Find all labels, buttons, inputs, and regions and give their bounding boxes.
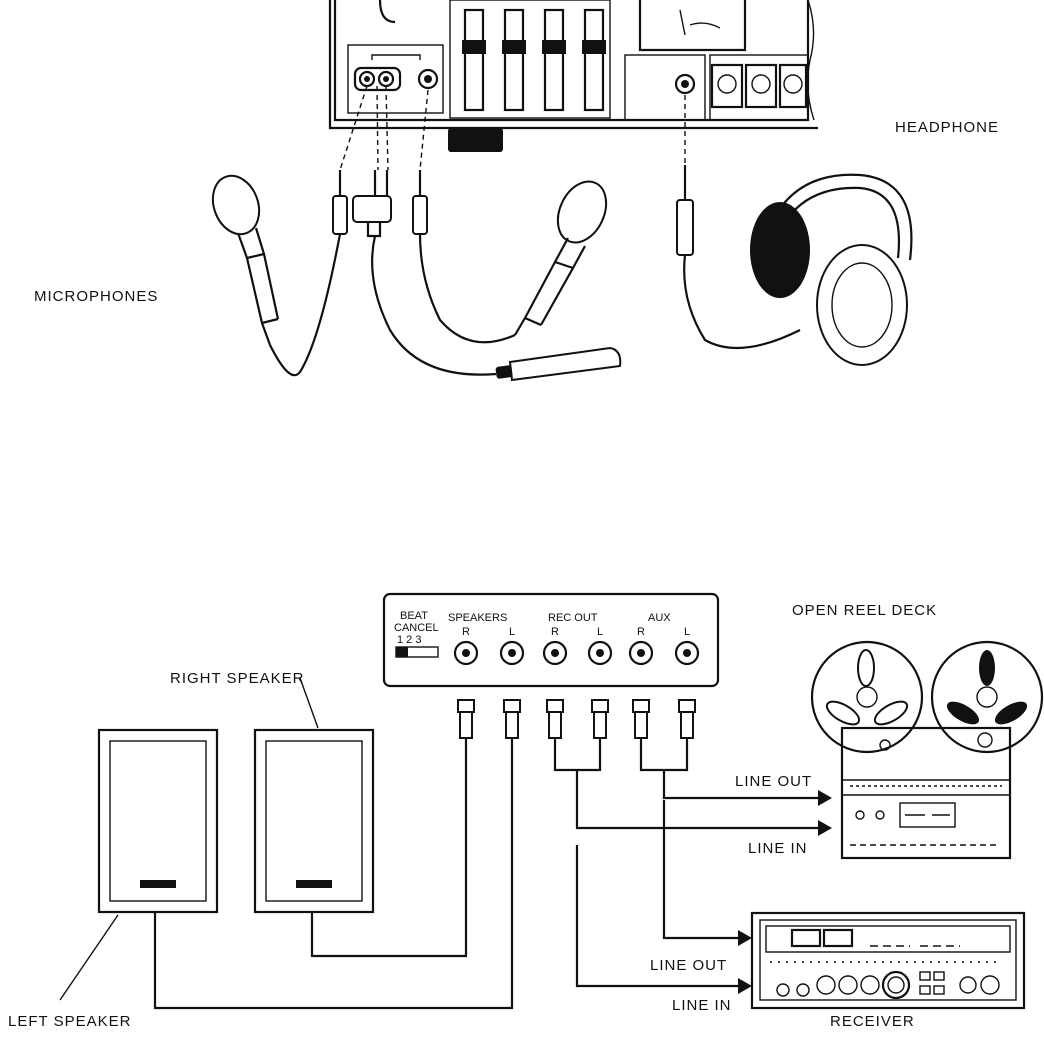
rec-out-r-label: R <box>551 626 559 638</box>
receiver-label: RECEIVER <box>830 1013 915 1030</box>
deck-line-in-label: LINE IN <box>748 840 808 857</box>
speakers-r-label: R <box>462 626 470 638</box>
signal-cables <box>553 738 832 994</box>
open-reel-deck <box>810 640 1044 860</box>
receiver-line-in-label: LINE IN <box>672 997 732 1014</box>
beat-cancel-positions: 1 2 3 <box>397 634 421 646</box>
rca-jacks <box>453 640 700 666</box>
faders <box>449 0 611 119</box>
microphone-2 <box>418 180 608 344</box>
rear-panel: BEAT CANCEL 1 2 3 SPEAKERS REC OUT AUX R… <box>382 592 720 688</box>
microphone-3 <box>371 235 622 382</box>
left-speaker <box>97 728 219 914</box>
right-speaker <box>253 728 375 914</box>
microphone-1 <box>211 174 342 377</box>
speakers-label: SPEAKERS <box>448 612 507 624</box>
headphones <box>683 173 913 366</box>
open-reel-deck-label: OPEN REEL DECK <box>792 602 937 619</box>
receiver-line-out-label: LINE OUT <box>650 957 727 974</box>
right-speaker-leader <box>299 677 319 729</box>
aux-label: AUX <box>648 612 671 624</box>
headphone-plug <box>676 165 694 256</box>
speaker-wires <box>153 738 514 1010</box>
microphones-label: MICROPHONES <box>34 288 158 305</box>
mixer-front-panel <box>328 0 818 152</box>
speakers-l-label: L <box>509 626 515 638</box>
beat-cancel-label-1: BEAT <box>400 610 428 622</box>
headphone-jack <box>674 73 696 95</box>
aux-r-label: R <box>637 626 645 638</box>
left-speaker-label: LEFT SPEAKER <box>8 1013 131 1030</box>
mic-plugs <box>332 170 428 238</box>
left-speaker-leader <box>59 914 119 1001</box>
beat-cancel-switch[interactable] <box>396 647 408 657</box>
deck-line-out-label: LINE OUT <box>735 773 812 790</box>
headphone-label: HEADPHONE <box>895 119 999 136</box>
mic-jack-single <box>417 68 439 90</box>
right-speaker-label: RIGHT SPEAKER <box>170 670 304 687</box>
rec-out-l-label: L <box>597 626 603 638</box>
rca-plugs <box>457 699 696 739</box>
rec-out-label: REC OUT <box>548 612 598 624</box>
aux-l-label: L <box>684 626 690 638</box>
beat-cancel-label-2: CANCEL <box>394 622 439 634</box>
receiver <box>750 911 1026 1010</box>
plug-guides <box>339 85 686 171</box>
